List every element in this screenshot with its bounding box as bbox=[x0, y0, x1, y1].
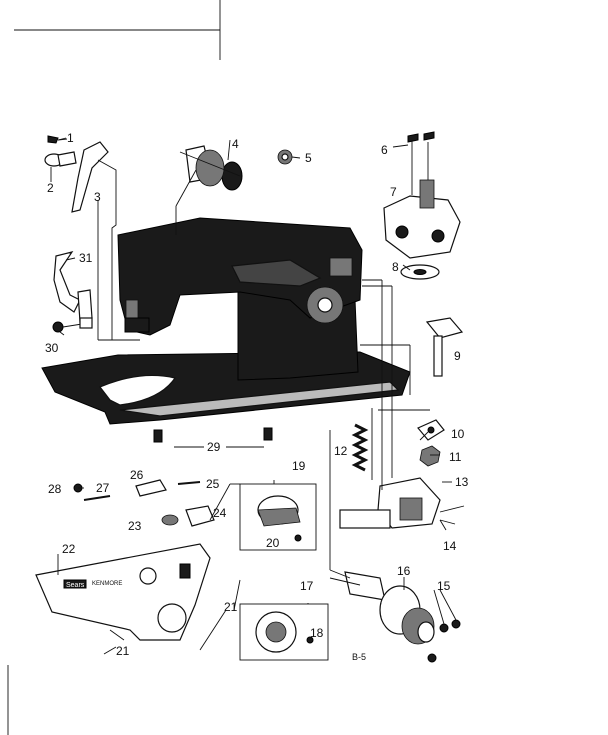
callout-3: 3 bbox=[94, 190, 101, 204]
machine-head bbox=[41, 217, 411, 425]
callout-21-right: 21 bbox=[224, 600, 238, 614]
callout-2: 2 bbox=[47, 181, 54, 195]
callout-25: 25 bbox=[206, 477, 220, 491]
callout-5: 5 bbox=[305, 151, 312, 165]
light-socket bbox=[339, 477, 465, 529]
part-5-nut bbox=[277, 149, 293, 165]
callout-22: 22 bbox=[62, 542, 76, 556]
plate-brand: Sears bbox=[66, 582, 85, 589]
callout-15: 15 bbox=[437, 579, 451, 593]
callout-26: 26 bbox=[130, 468, 144, 482]
callout-16: 16 bbox=[397, 564, 411, 578]
callout-19: 19 bbox=[292, 459, 306, 473]
callout-7: 7 bbox=[390, 185, 397, 199]
callout-24: 24 bbox=[213, 506, 227, 520]
callout-18: 18 bbox=[310, 626, 324, 640]
callout-31: 31 bbox=[79, 251, 93, 265]
tension-assembly bbox=[175, 145, 243, 235]
callout-13: 13 bbox=[455, 475, 469, 489]
callout-labels: 1 2 3 4 5 6 7 8 9 10 11 12 13 14 15 16 1… bbox=[45, 131, 469, 662]
callout-14: 14 bbox=[443, 539, 457, 553]
dial-box-19 bbox=[239, 483, 317, 551]
part-10-plate bbox=[417, 419, 445, 441]
callout-11: 11 bbox=[449, 450, 462, 464]
callout-28: 28 bbox=[48, 482, 62, 496]
callout-27: 27 bbox=[96, 481, 110, 495]
part-9-pin bbox=[425, 317, 464, 377]
callout-8: 8 bbox=[392, 260, 399, 274]
callout-6: 6 bbox=[381, 143, 388, 157]
callout-17: 17 bbox=[300, 579, 314, 593]
leader-lines bbox=[57, 137, 457, 655]
plate-model: KENMORE bbox=[92, 581, 122, 587]
callout-23: 23 bbox=[128, 519, 142, 533]
callout-21-left: 21 bbox=[116, 644, 130, 658]
callout-1: 1 bbox=[67, 131, 74, 145]
callout-12: 12 bbox=[334, 444, 348, 458]
motor-pulley bbox=[329, 571, 461, 663]
callout-29: 29 bbox=[207, 440, 221, 454]
callout-10: 10 bbox=[451, 427, 465, 441]
motor-bracket bbox=[383, 131, 461, 280]
figure-ref: B-5 bbox=[352, 652, 366, 662]
parts-top-left bbox=[44, 135, 117, 340]
callout-20: 20 bbox=[266, 536, 280, 550]
front-plate: Sears KENMORE bbox=[35, 543, 211, 641]
parts-lower-left bbox=[73, 427, 273, 527]
callout-30: 30 bbox=[45, 341, 59, 355]
part-11-nut bbox=[419, 445, 441, 467]
callout-4: 4 bbox=[232, 137, 239, 151]
part-12-spring bbox=[351, 423, 369, 472]
callout-9: 9 bbox=[454, 349, 461, 363]
dial-box-17 bbox=[239, 603, 329, 661]
